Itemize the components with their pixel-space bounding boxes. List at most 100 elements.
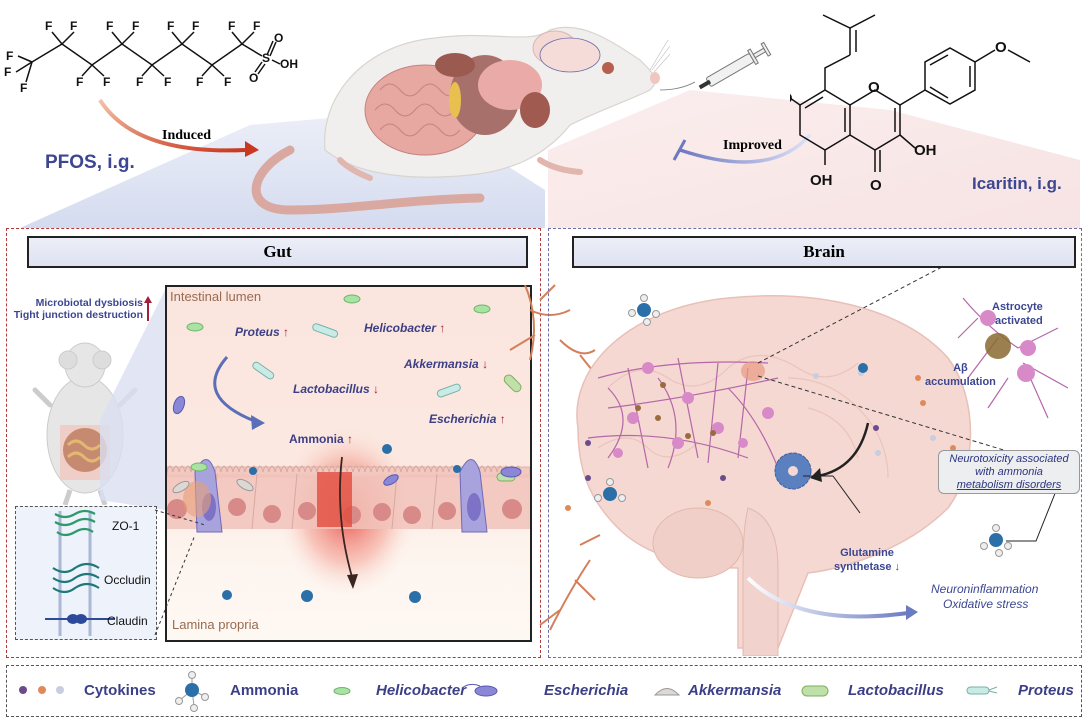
brain-illustration: [565, 268, 1080, 656]
cerebellum: [652, 507, 744, 579]
occludin-label: Occludin: [104, 573, 151, 587]
svg-text:O: O: [249, 71, 258, 85]
astrocyte-icon: [957, 297, 1069, 419]
induced-label: Induced: [162, 128, 212, 143]
brain-ammonia-molecules: [594, 294, 868, 502]
gut-panel: [6, 228, 541, 658]
gut-summary-up-arrow: [144, 296, 152, 321]
legend-helicobacter: Helicobacter: [376, 682, 467, 699]
mouse-top-view: [32, 342, 138, 505]
akkermansia-down-arrow: ↓: [482, 357, 489, 371]
zo1-protein-icon: [54, 509, 96, 537]
highlight-region: [741, 361, 765, 381]
neurotox-pointer: [1006, 485, 1059, 542]
svg-text:F: F: [167, 19, 174, 33]
zo1-label: ZO-1: [112, 519, 140, 533]
zoom-line-top: [757, 268, 942, 364]
helicobacter-up-arrow: ↑: [439, 321, 446, 335]
svg-text:S: S: [262, 51, 270, 65]
damaged-cell: [317, 472, 352, 527]
helicobacter-bacteria: [186, 294, 491, 472]
legend-ammonia: Ammonia: [230, 682, 299, 699]
legend-escherichia: Escherichia: [544, 682, 629, 699]
pfos-label: PFOS, i.g.: [45, 152, 135, 173]
ammonia-gut-label: Ammonia ↑: [289, 432, 354, 446]
svg-text:F: F: [20, 81, 27, 95]
induced-arrow: [98, 98, 259, 157]
gut-inner-zoom-wedge: [100, 290, 165, 510]
svg-text:F: F: [132, 19, 139, 33]
brain-zoom-wedge: [548, 90, 1080, 228]
tight-junction-text: Tight junction destruction: [13, 309, 143, 321]
helicobacter-label: Helicobacter ↑: [364, 321, 446, 335]
svg-text:O: O: [995, 39, 1007, 56]
intestinal-section: Intestinal lumen Lamina propria Proteus …: [165, 285, 532, 642]
escherichia-label: Escherichia ↑: [429, 412, 506, 426]
icaritin-structure: HO O O OH OH O: [790, 14, 1031, 194]
svg-text:OH: OH: [914, 142, 937, 159]
svg-text:F: F: [76, 75, 83, 89]
svg-text:F: F: [164, 75, 171, 89]
astrocyte-activated-label: Astrocyte activated: [992, 301, 1043, 327]
ammonia-molecules: [222, 444, 461, 603]
neuron-bodies: [613, 362, 774, 458]
svg-text:F: F: [106, 19, 113, 33]
occludin-protein-icon: [52, 562, 100, 594]
svg-text:F: F: [45, 19, 52, 33]
mouse-tail: [251, 145, 485, 215]
svg-text:F: F: [70, 19, 77, 33]
cytokine-markers: [635, 382, 716, 439]
outcome-label: Neuroninflammation Oxidative stress: [931, 582, 1039, 611]
mouse-eye: [602, 62, 614, 74]
brain-process-arrow: [817, 422, 870, 478]
proteus-icon: [966, 686, 998, 695]
svg-text:OH: OH: [280, 57, 298, 71]
glutamine-synthetase-label: Glutamine synthetase ↓: [834, 547, 901, 573]
mouse-illustration: [251, 26, 670, 215]
claudin-label: Claudin: [107, 614, 148, 628]
legend-box: [6, 665, 1082, 717]
svg-text:O: O: [868, 79, 880, 96]
lactobacillus-icon: [801, 685, 829, 697]
legend-proteus: Proteus: [1018, 682, 1074, 699]
epithelium-layer: [167, 294, 530, 603]
escherichia-icon: [461, 683, 498, 697]
akkermansia-icon: [653, 688, 681, 696]
svg-text:F: F: [224, 75, 231, 89]
improved-inhibit-arrow: [672, 133, 812, 164]
neurotoxicity-callout: Neurotoxicity associated with ammonia me…: [938, 450, 1080, 494]
brain-panel: [548, 228, 1082, 658]
akkermansia-label: Akkermansia ↓: [404, 357, 489, 371]
mouse-kidney: [520, 92, 550, 128]
cytokine-dots-icon: [19, 686, 64, 694]
brain-title: Brain: [572, 236, 1076, 268]
legend-akkermansia: Akkermansia: [688, 682, 782, 699]
helicobacter-icon: [333, 687, 351, 695]
neurotox-ammonia-icon: [980, 524, 1012, 557]
proteus-bacteria: [252, 323, 461, 398]
ammonia-molecule-icon: [175, 671, 209, 712]
svg-text:F: F: [4, 65, 11, 79]
gut-summary: Microbiotal dysbiosis Tight junction des…: [14, 297, 143, 321]
proteus-label: Proteus ↑: [235, 325, 290, 339]
syringe-icon: [659, 41, 772, 91]
junction-connector-lines: [154, 509, 206, 636]
lumen-flow-arrow: [213, 356, 258, 424]
intestinal-lumen-label: Intestinal lumen: [170, 289, 262, 304]
legend-cytokines: Cytokines: [84, 682, 156, 699]
claudin-protein-icon: [45, 614, 115, 624]
mouse-brain: [539, 37, 601, 73]
svg-text:F: F: [196, 75, 203, 89]
mouse-pancreas: [449, 82, 461, 118]
translocation-arrow: [339, 456, 353, 578]
pfos-f: F: [6, 49, 13, 63]
svg-text:F: F: [103, 75, 110, 89]
gut-title: Gut: [27, 236, 528, 268]
svg-text:OH: OH: [810, 172, 833, 189]
improved-label: Improved: [723, 138, 782, 153]
svg-text:F: F: [192, 19, 199, 33]
legend-lactobacillus: Lactobacillus: [848, 682, 944, 699]
blood-vessels: [509, 284, 601, 631]
lamina-propria-label: Lamina propria: [172, 617, 259, 632]
